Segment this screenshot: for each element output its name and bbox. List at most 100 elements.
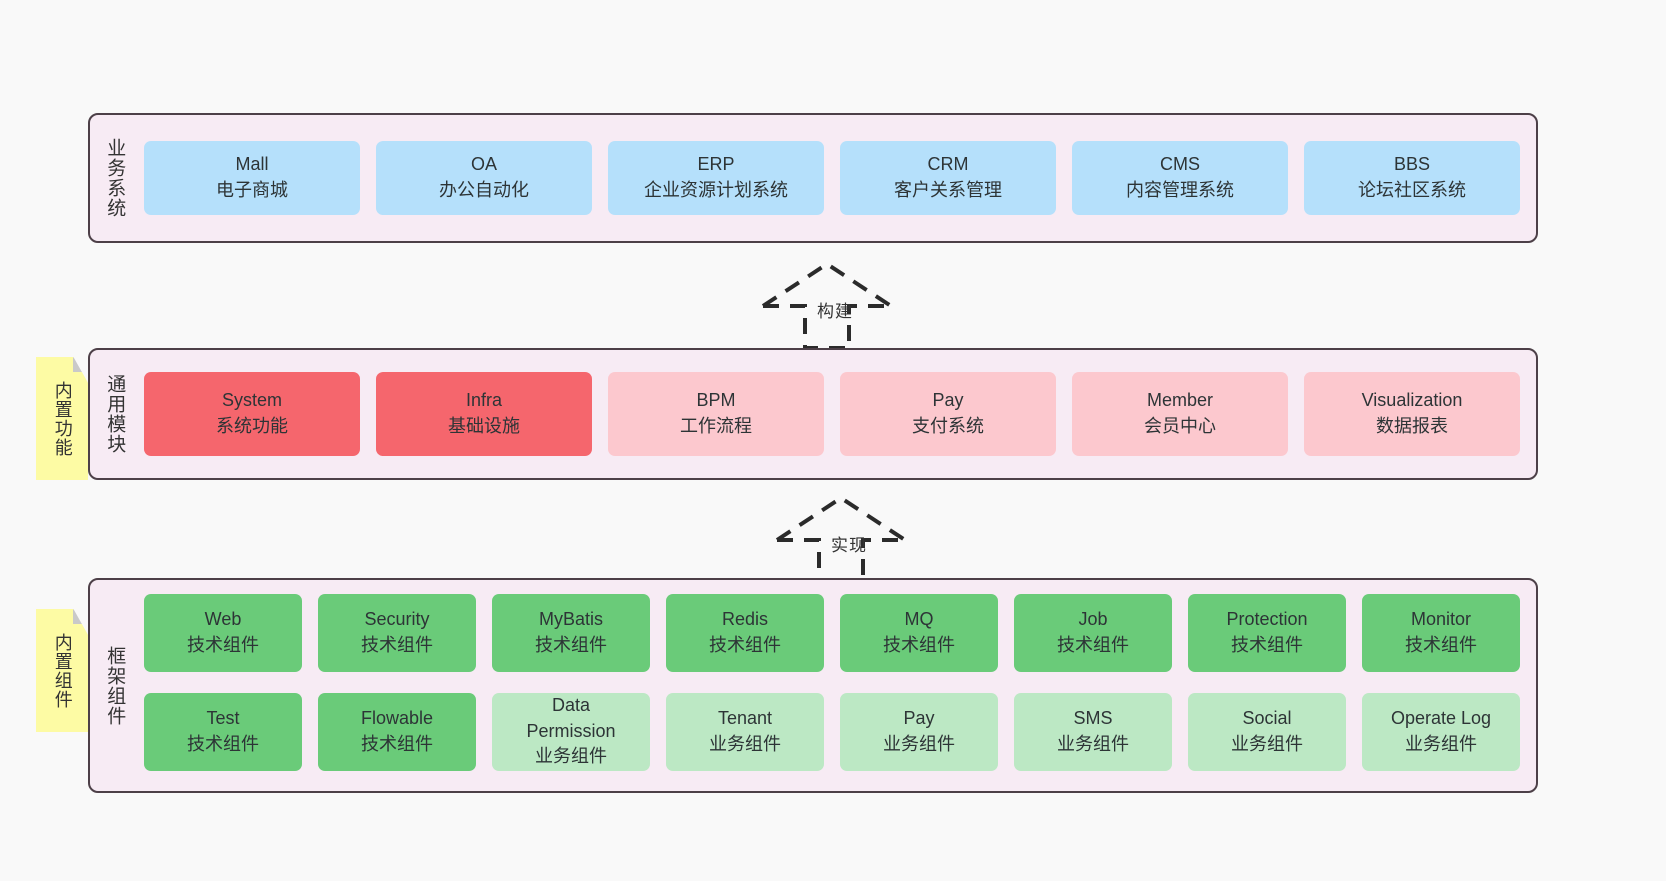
note-builtin-components: 内置组件: [36, 609, 88, 732]
card-title: Data Permission: [526, 695, 616, 741]
card-title: Pay: [932, 390, 964, 411]
card-subtitle: 业务组件: [883, 733, 955, 754]
card-title: BBS: [1393, 154, 1431, 175]
card-title: MyBatis: [538, 609, 603, 630]
card-test[interactable]: Test 技术组件: [144, 692, 302, 771]
card-subtitle: 技术组件: [187, 635, 259, 655]
card-title: Monitor: [1410, 609, 1472, 630]
card-title: ERP: [697, 154, 735, 175]
card-subtitle: 数据报表: [1376, 416, 1448, 436]
arrow-build-label: 构建: [817, 302, 853, 321]
card-subtitle: 技术组件: [1231, 635, 1303, 655]
note-fold-corner: [73, 357, 88, 372]
card-subtitle: 技术组件: [187, 733, 259, 754]
card-title: Social: [1242, 707, 1292, 728]
card-subtitle: 内容管理系统: [1126, 180, 1234, 200]
card-security[interactable]: Security 技术组件: [318, 594, 476, 672]
card-title: System: [221, 390, 282, 411]
card-subtitle: 基础设施: [448, 416, 520, 436]
card-title: Security: [364, 609, 430, 630]
card-mall[interactable]: Mall 电子商城: [144, 141, 360, 215]
card-operate-log[interactable]: Operate Log 业务组件: [1362, 692, 1520, 771]
card-mq[interactable]: MQ 技术组件: [840, 594, 998, 672]
arrow-implement: 实现: [771, 492, 921, 584]
card-flowable[interactable]: Flowable 技术组件: [318, 692, 476, 771]
card-subtitle: 系统功能: [216, 416, 288, 436]
card-title: CMS: [1160, 154, 1200, 175]
card-subtitle: 工作流程: [680, 416, 752, 436]
layer-business-title: 业务系统: [104, 138, 126, 218]
note-fold-corner: [73, 609, 88, 624]
card-infra[interactable]: Infra 基础设施: [376, 372, 592, 456]
card-visualization[interactable]: Visualization 数据报表: [1304, 372, 1520, 456]
layer-modules-cards: System 系统功能 Infra 基础设施 BPM 工作流程 Pay 支付系统…: [138, 350, 1536, 478]
card-subtitle: 技术组件: [535, 635, 607, 655]
card-subtitle: 技术组件: [361, 733, 433, 754]
card-sms[interactable]: SMS 业务组件: [1014, 692, 1172, 771]
card-subtitle: 技术组件: [883, 635, 955, 655]
card-subtitle: 业务组件: [1405, 733, 1477, 754]
card-oa[interactable]: OA 办公自动化: [376, 141, 592, 215]
card-bpm[interactable]: BPM 工作流程: [608, 372, 824, 456]
card-title: Infra: [465, 390, 503, 411]
layer-common-modules: 通用模块 System 系统功能 Infra 基础设施 BPM 工作流程 Pay…: [88, 348, 1538, 480]
card-monitor[interactable]: Monitor 技术组件: [1362, 594, 1520, 672]
card-member[interactable]: Member 会员中心: [1072, 372, 1288, 456]
card-title: Tenant: [717, 707, 773, 728]
card-subtitle: 论坛社区系统: [1358, 180, 1466, 200]
card-erp[interactable]: ERP 企业资源计划系统: [608, 141, 824, 215]
card-crm[interactable]: CRM 客户关系管理: [840, 141, 1056, 215]
layer-business-cards: Mall 电子商城 OA 办公自动化 ERP 企业资源计划系统 CRM 客户关系…: [138, 115, 1536, 241]
arrow-build-icon: [761, 261, 893, 350]
card-subtitle: 电子商城: [216, 180, 288, 200]
card-title: Member: [1146, 390, 1213, 411]
card-subtitle: 技术组件: [1057, 635, 1129, 655]
card-title: Web: [204, 609, 242, 630]
card-protection[interactable]: Protection 技术组件: [1188, 594, 1346, 672]
framework-row-business: Test 技术组件 Flowable 技术组件 Data Permission …: [144, 692, 1520, 778]
card-subtitle: 办公自动化: [439, 180, 529, 200]
card-subtitle: 业务组件: [709, 733, 781, 754]
card-title: CRM: [927, 154, 969, 175]
arrow-implement-icon: [775, 495, 907, 584]
card-job[interactable]: Job 技术组件: [1014, 594, 1172, 672]
card-subtitle: 业务组件: [1057, 733, 1129, 754]
note-label: 内置组件: [52, 632, 73, 709]
card-title: Redis: [721, 609, 769, 630]
card-subtitle: 企业资源计划系统: [644, 180, 788, 200]
framework-row-tech: Web 技术组件 Security 技术组件 MyBatis 技术组件 Redi…: [144, 594, 1520, 679]
card-title: Operate Log: [1390, 707, 1492, 728]
card-title: Mall: [235, 154, 269, 175]
card-title: Flowable: [360, 707, 434, 728]
card-subtitle: 技术组件: [709, 635, 781, 655]
card-title: Protection: [1226, 609, 1308, 630]
card-pay-module[interactable]: Pay 支付系统: [840, 372, 1056, 456]
card-subtitle: 业务组件: [535, 746, 607, 767]
card-title: OA: [470, 154, 497, 175]
card-bbs[interactable]: BBS 论坛社区系统: [1304, 141, 1520, 215]
card-title: Pay: [903, 707, 935, 728]
card-mybatis[interactable]: MyBatis 技术组件: [492, 594, 650, 672]
arrow-implement-label: 实现: [831, 536, 867, 555]
card-cms[interactable]: CMS 内容管理系统: [1072, 141, 1288, 215]
card-subtitle: 会员中心: [1144, 416, 1216, 436]
card-social[interactable]: Social 业务组件: [1188, 692, 1346, 771]
card-pay-component[interactable]: Pay 业务组件: [840, 692, 998, 771]
layer-business-systems: 业务系统 Mall 电子商城 OA 办公自动化 ERP 企业资源计划系统 CRM…: [88, 113, 1538, 243]
layer-modules-title: 通用模块: [104, 374, 126, 454]
layer-framework-components: 框架组件 Web 技术组件 Security 技术组件 MyBatis 技术组件…: [88, 578, 1538, 793]
card-data-permission[interactable]: Data Permission 业务组件: [492, 692, 650, 771]
card-subtitle: 客户关系管理: [894, 180, 1002, 200]
note-label: 内置功能: [52, 380, 73, 457]
card-title: MQ: [904, 609, 934, 630]
card-tenant[interactable]: Tenant 业务组件: [666, 692, 824, 771]
card-system[interactable]: System 系统功能: [144, 372, 360, 456]
card-subtitle: 技术组件: [1405, 635, 1477, 655]
layer-framework-cards: Web 技术组件 Security 技术组件 MyBatis 技术组件 Redi…: [138, 580, 1536, 791]
note-builtin-features: 内置功能: [36, 357, 88, 480]
layer-framework-title: 框架组件: [104, 645, 126, 726]
card-redis[interactable]: Redis 技术组件: [666, 594, 824, 672]
card-title: Visualization: [1361, 390, 1463, 411]
card-web[interactable]: Web 技术组件: [144, 594, 302, 672]
